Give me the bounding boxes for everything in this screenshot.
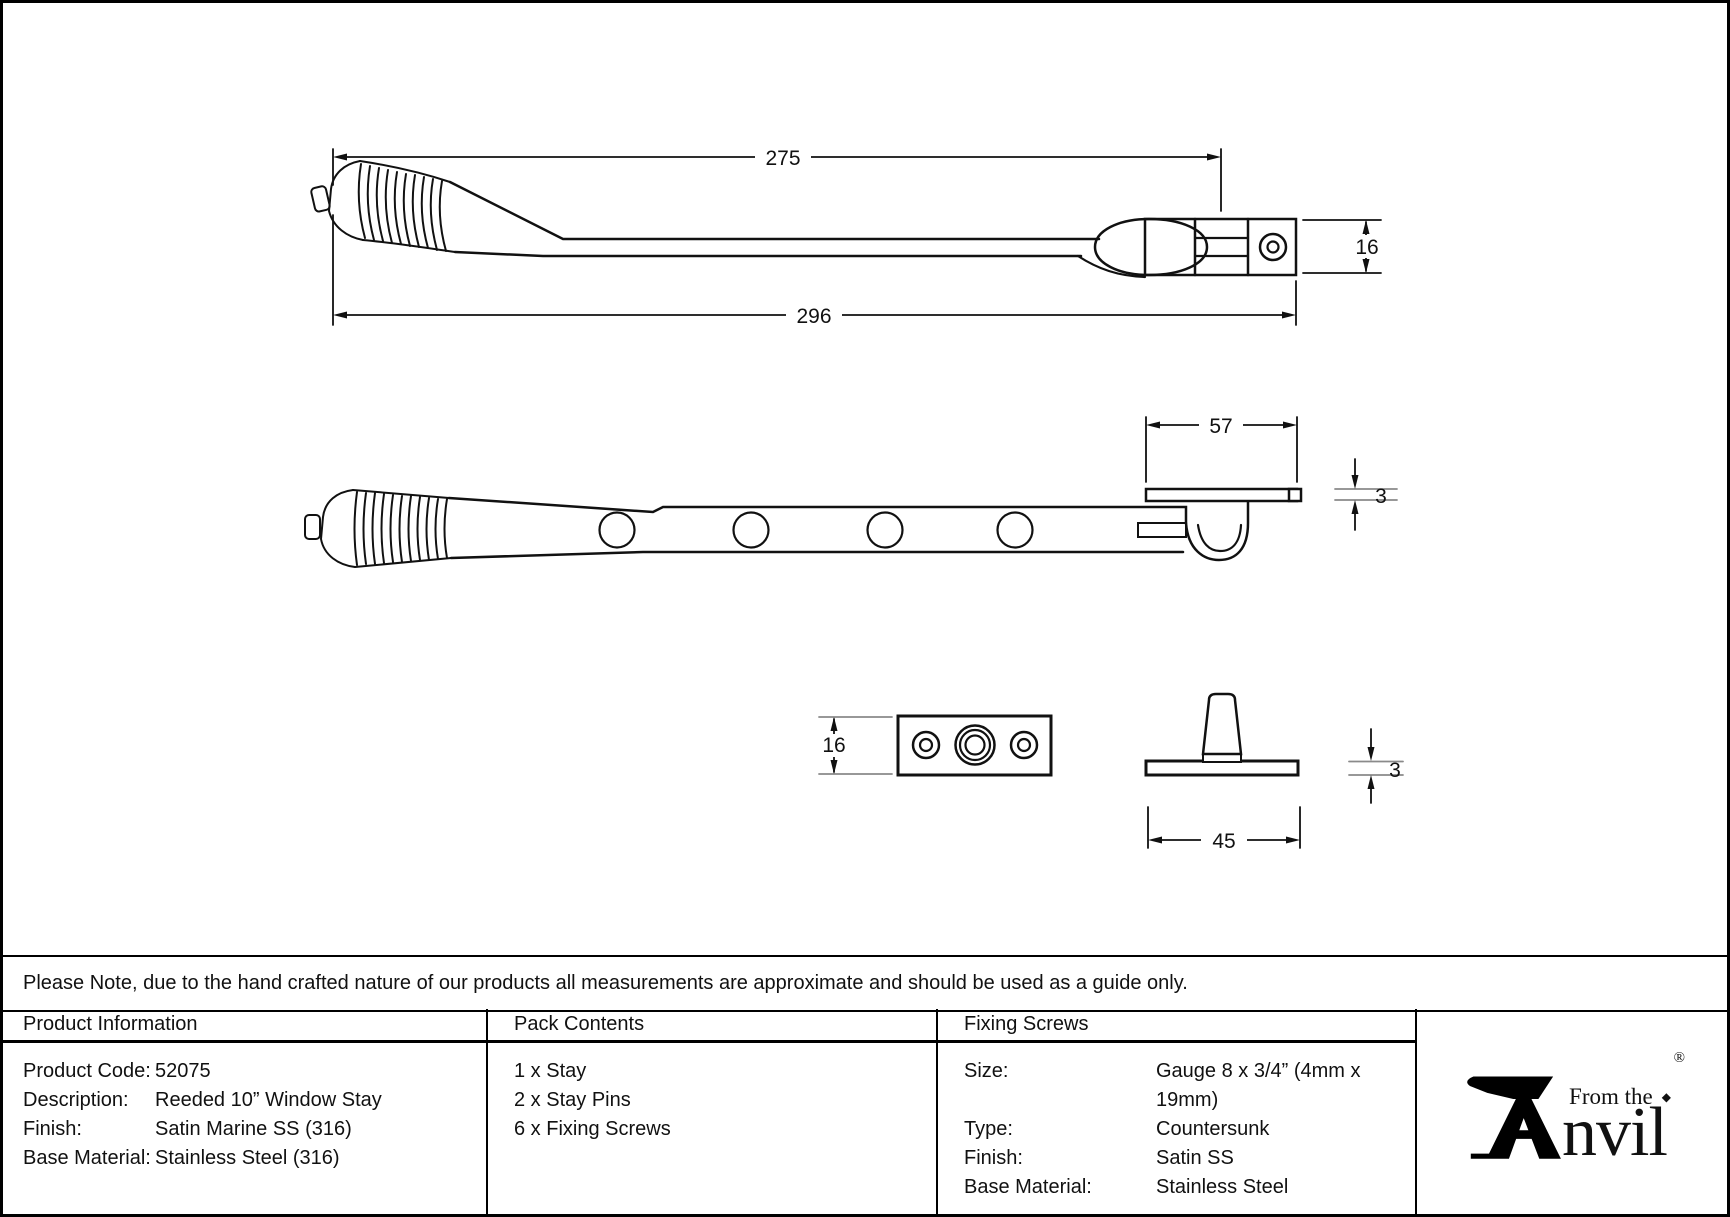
handle-nub [310,185,331,213]
registered-trademark: ® [1673,1049,1685,1066]
keep-plate [1144,487,1299,503]
brand-logo-cell: From the ◆ nvil ® [1417,1009,1727,1214]
fixing-screws-header: Fixing Screws [938,1009,1417,1043]
dim-label-45: 45 [1212,830,1235,853]
product-information-body: Product Code:52075 Description:Reeded 10… [3,1043,488,1214]
pack-contents-body: 1 x Stay 2 x Stay Pins 6 x Fixing Screws [488,1043,938,1214]
logo-wordmark: nvil [1562,1094,1668,1172]
dimension-296: 296 [333,280,1297,328]
dim-label-16-plate: 16 [822,734,845,757]
dim-label-275: 275 [765,147,800,170]
dimension-275: 275 [332,144,1222,326]
dimension-57: 57 [1145,413,1298,483]
spec-row: Type:Countersunk [964,1118,1270,1140]
spec-row: Finish:Satin SS [964,1147,1234,1169]
pack-item: 1 x Stay [514,1060,587,1082]
dim-label-3-pin: 3 [1389,759,1401,782]
spec-row: Finish:Satin Marine SS (316) [23,1118,352,1140]
spec-row: Base Material:Stainless Steel [964,1176,1289,1198]
logo-tagline: From the ◆ [1569,1084,1671,1110]
dimension-3-pin: 3 [1348,728,1404,804]
dim-label-16-bracket: 16 [1355,236,1378,259]
stay-plan-view [304,487,1303,568]
stay-side-view [310,160,1298,279]
pin-plate-top-view [896,714,1053,777]
dimension-45: 45 [1147,806,1301,853]
spec-row: Description:Reeded 10” Window Stay [23,1089,382,1111]
dim-label-57: 57 [1209,415,1232,438]
pack-item: 6 x Fixing Screws [514,1118,671,1140]
brand-logo: From the ◆ nvil ® [1463,1050,1685,1172]
technical-drawing: 275 296 16 [304,144,1404,853]
note-text: Please Note, due to the hand crafted nat… [23,972,1188,994]
anvil-icon [1467,1075,1561,1159]
fixing-screws-body: Size:Gauge 8 x 3/4” (4mm x 19mm) Type:Co… [938,1043,1417,1214]
diamond-glyph: ◆ [1661,1089,1671,1104]
spec-row: Size:Gauge 8 x 3/4” (4mm x 19mm) [964,1060,1361,1111]
pack-item: 2 x Stay Pins [514,1089,631,1111]
spec-table: Product Information Pack Contents Fixing… [3,1009,1727,1214]
spec-row: Product Code:52075 [23,1060,211,1082]
dimension-16-bracket: 16 [1302,219,1383,274]
product-information-header: Product Information [3,1009,488,1043]
handle-nub [304,514,321,540]
stay-pin-side-view [1144,692,1300,777]
pack-contents-header: Pack Contents [488,1009,938,1043]
measurement-note: Please Note, due to the hand crafted nat… [3,955,1727,1012]
dim-label-296: 296 [796,305,831,328]
dimension-3-keep: 3 [1334,458,1398,531]
stay-bracket [1143,217,1298,277]
dimension-16-plate: 16 [816,716,893,775]
pivot-loop [1093,217,1209,277]
spec-row: Base Material:Stainless Steel (316) [23,1147,340,1169]
dim-label-3-keep: 3 [1375,485,1387,508]
